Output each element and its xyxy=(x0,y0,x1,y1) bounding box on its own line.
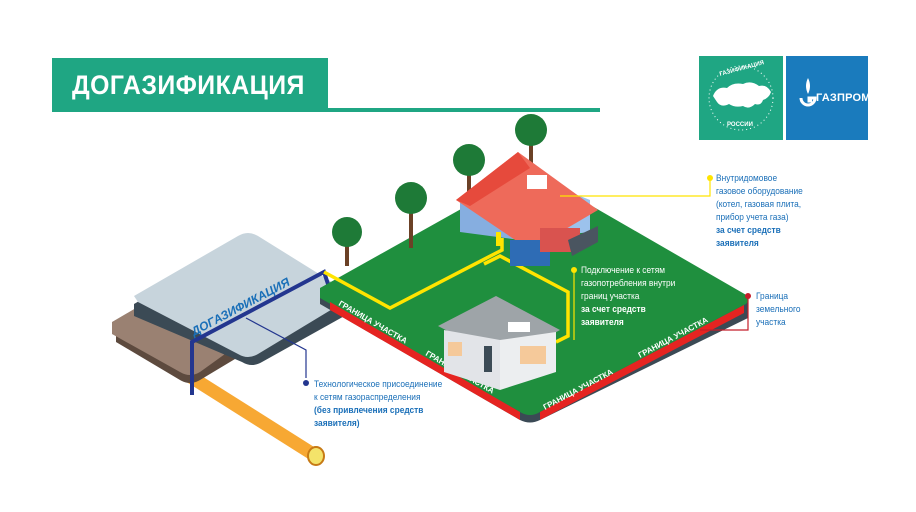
tech-connection-note: Технологическое присоединение к сетям га… xyxy=(314,378,442,430)
note-line: Подключение к сетям xyxy=(581,265,665,276)
title-banner xyxy=(52,58,328,110)
russia-map-icon xyxy=(708,65,774,131)
note-line: газовое оборудование xyxy=(716,186,803,197)
connection-inside-note: Подключение к сетям газопотребления внут… xyxy=(581,264,675,329)
boundary-label-1: ГРАНИЦА УЧАСТКА xyxy=(337,299,409,346)
in-plot-gas-line xyxy=(323,238,570,344)
land-boundary-note: Граница земельного участка xyxy=(756,290,801,329)
note-line-bold: заявителя xyxy=(716,238,759,249)
note-line-bold: заявителя xyxy=(581,317,624,328)
gazprom-flame-icon xyxy=(799,78,817,107)
note-line: прибор учета газа) xyxy=(716,212,789,223)
note-line-bold: заявителя) xyxy=(314,418,360,429)
note-line-bold: за счет средств xyxy=(581,304,646,315)
note-line: Внутридомовое xyxy=(716,173,778,184)
note-line: Граница xyxy=(756,291,789,302)
note-line: газопотребления внутри xyxy=(581,278,676,289)
note-line: Технологическое присоединение xyxy=(314,379,443,390)
note-line-bold: за счет средств xyxy=(716,225,781,236)
gazification-logo-bottom-text: РОССИИ xyxy=(727,122,753,128)
note-line: (котел, газовая плита, xyxy=(716,199,802,210)
platform-label: ДОГАЗИФИКАЦИЯ xyxy=(188,275,292,339)
trees xyxy=(332,114,547,266)
title-underline xyxy=(52,108,600,112)
gazification-russia-logo: ГАЗИФИКАЦИЯ РОССИИ xyxy=(699,56,783,140)
house xyxy=(456,152,598,266)
note-line: земельного xyxy=(756,304,801,315)
gazprom-logo-text: ГАЗПРОМ xyxy=(816,92,871,104)
indoor-equipment-note: Внутридомовое газовое оборудование (коте… xyxy=(716,172,803,250)
note-line: участка xyxy=(756,317,786,328)
gas-pipe xyxy=(120,332,325,466)
gazprom-logo: ГАЗПРОМ xyxy=(786,56,871,140)
note-line: к сетям газораспределения xyxy=(314,392,421,403)
boundary-label-3: ГРАНИЦА УЧАСТКА xyxy=(542,367,615,411)
gas-distribution-platform xyxy=(112,233,349,395)
note-line-bold: (без привлечения средств xyxy=(314,405,424,416)
garage-building xyxy=(438,296,560,390)
note-line: границ участка xyxy=(581,291,640,302)
page-title: ДОГАЗИФИКАЦИЯ xyxy=(72,70,305,100)
